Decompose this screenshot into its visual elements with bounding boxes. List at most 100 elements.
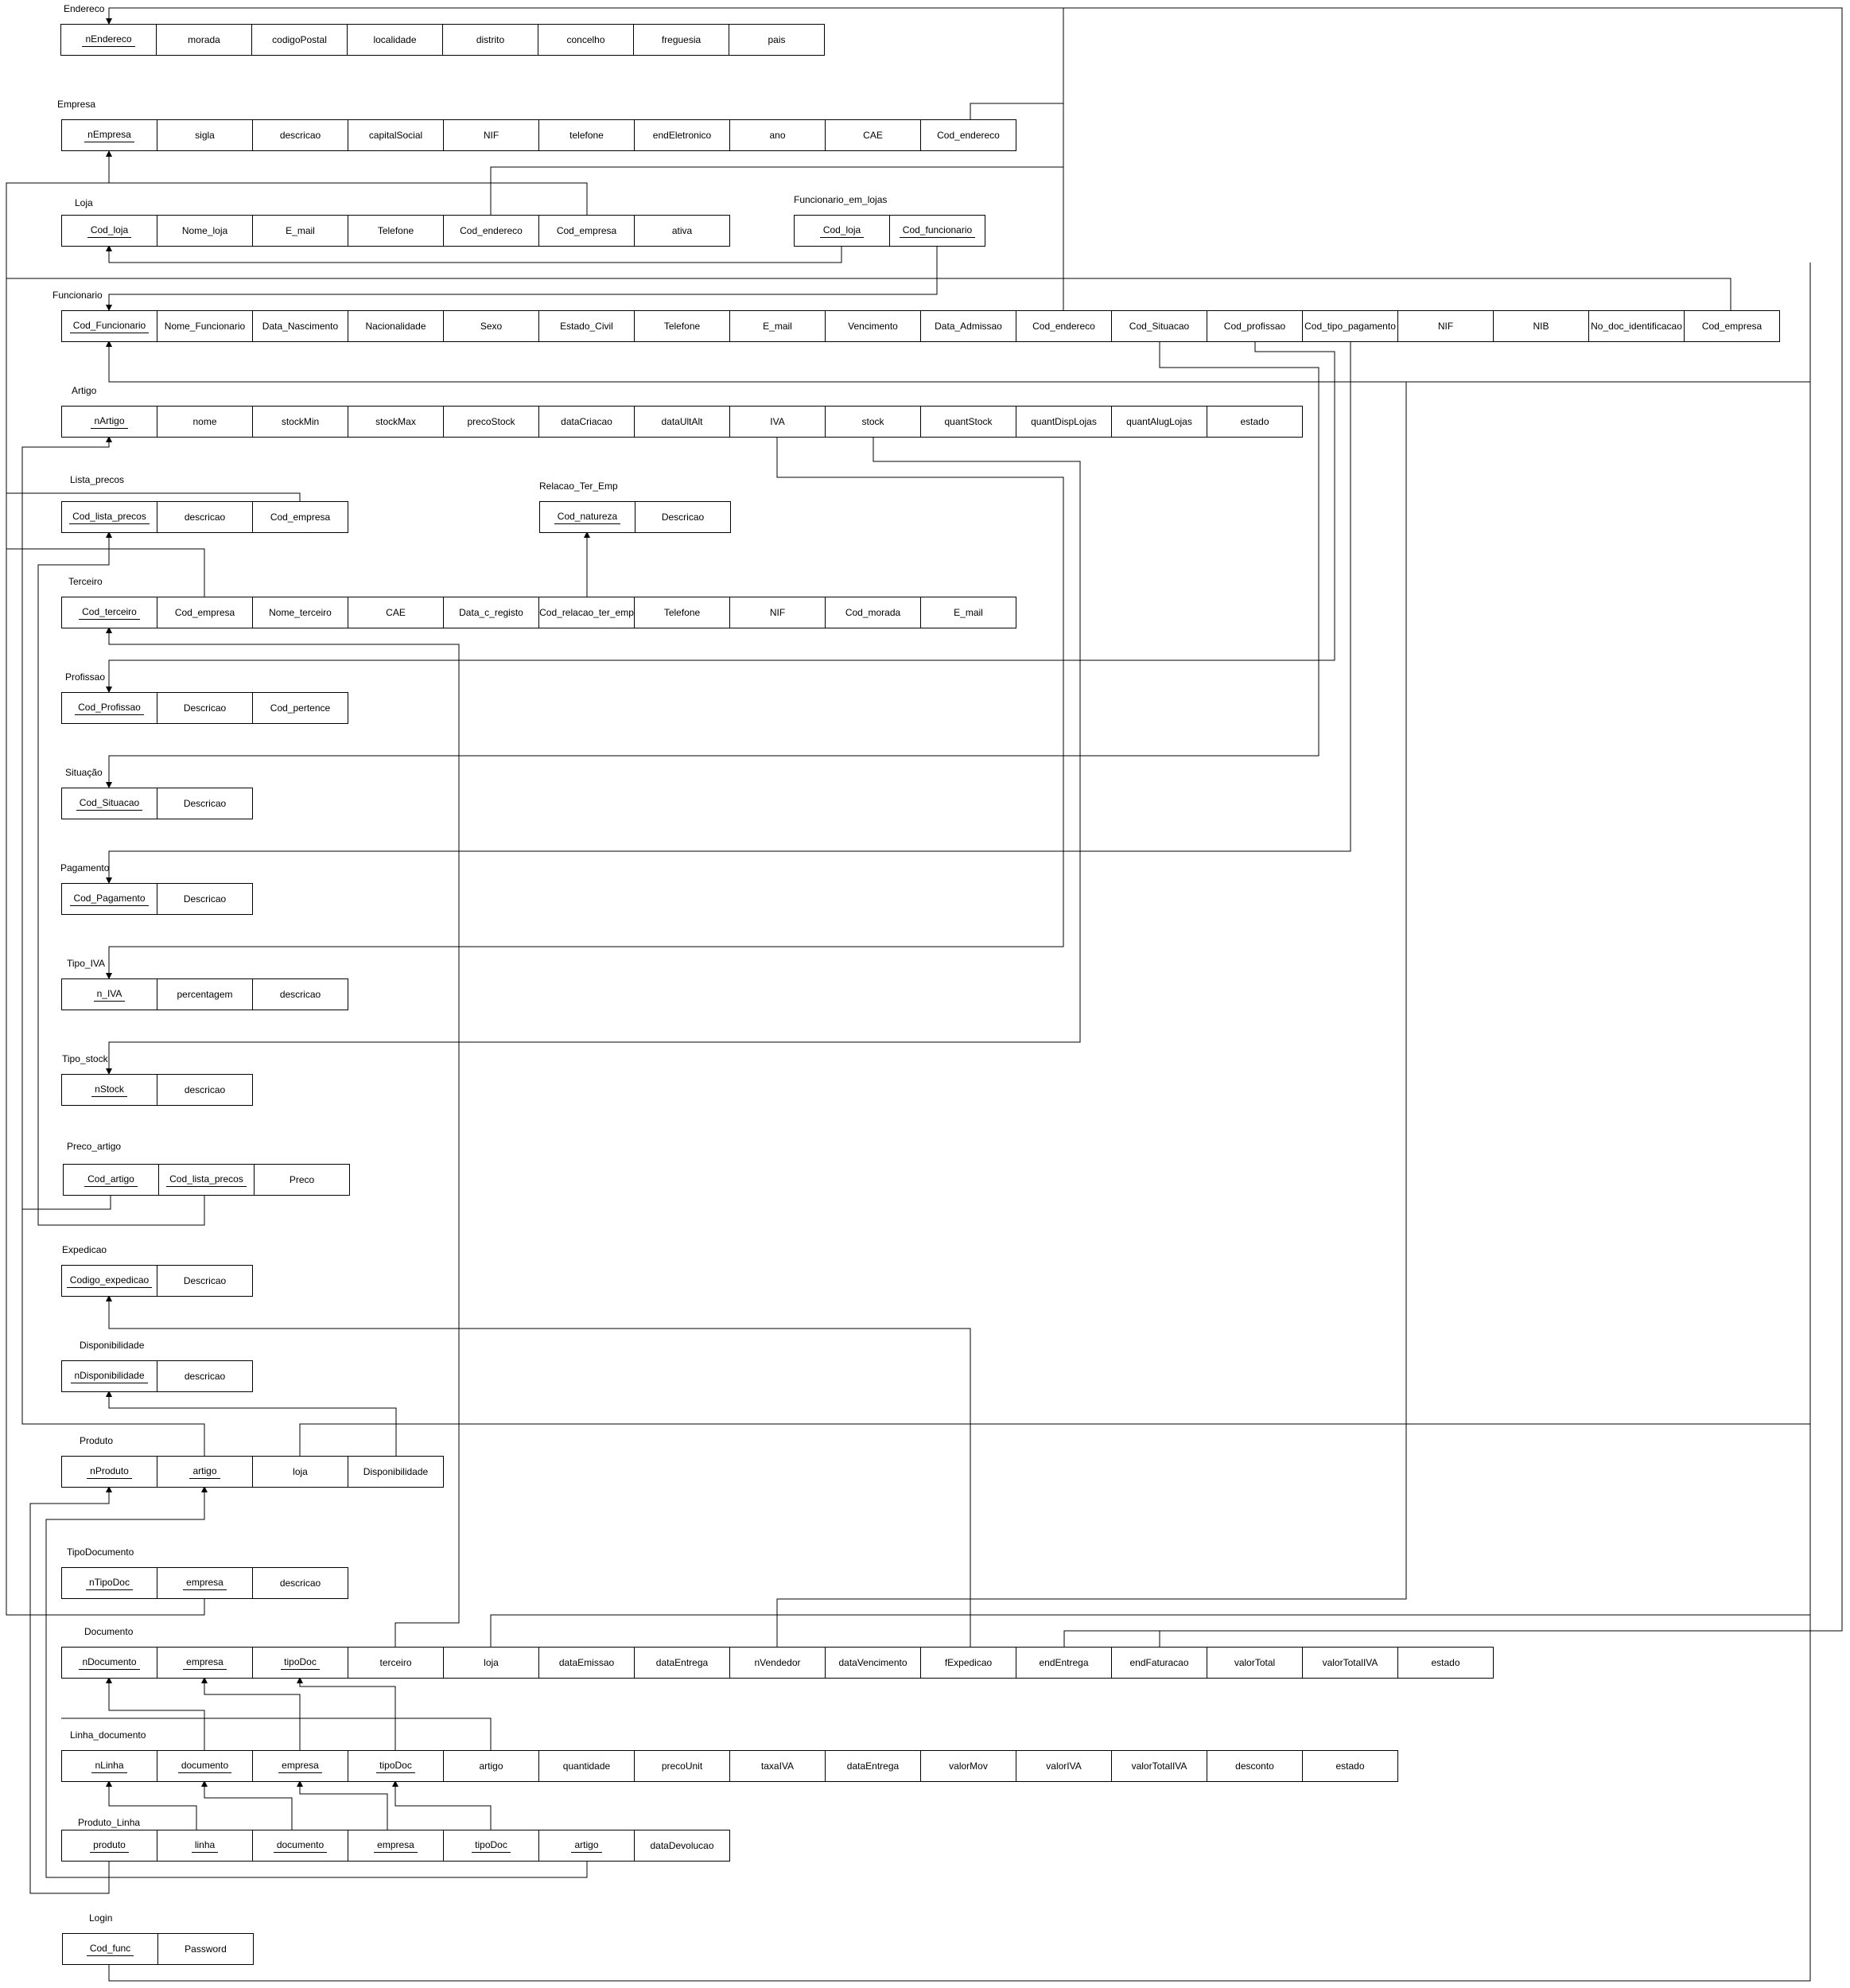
- field-name: estado: [1431, 1657, 1460, 1668]
- relationship-line: [490, 1614, 1810, 1647]
- relationship-line: [299, 1423, 1810, 1456]
- field-name: tipoDoc: [281, 1656, 320, 1670]
- relationship-line: [106, 7, 1064, 119]
- field-cell: Data_Nascimento: [253, 311, 348, 341]
- field-cell: Vencimento: [826, 311, 921, 341]
- field-name: Cod_pertence: [270, 702, 331, 714]
- field-name: quantidade: [562, 1760, 611, 1772]
- field-name: dataEntrega: [846, 1760, 900, 1772]
- field-name: NIF: [483, 130, 499, 141]
- field-name: dataDevolucao: [650, 1840, 714, 1851]
- field-name: E_mail: [286, 225, 315, 236]
- table-fields-row: nStock descricao: [61, 1074, 253, 1106]
- field-cell: descricao: [157, 502, 253, 532]
- field-name: tipoDoc: [472, 1839, 511, 1853]
- field-name: empresa: [374, 1839, 418, 1853]
- field-cell: dataVencimento: [826, 1648, 921, 1678]
- field-name: nome: [192, 416, 217, 427]
- field-cell: valorTotalIVA: [1303, 1648, 1398, 1678]
- field-cell: endEletronico: [635, 120, 730, 150]
- field-cell: Cod_morada: [826, 597, 921, 628]
- relationship-line: [776, 382, 1407, 1647]
- table-title: Pagamento: [60, 862, 110, 873]
- field-name: endEletronico: [652, 130, 712, 141]
- field-cell: E_mail: [921, 597, 1016, 628]
- key-field-cell: nProduto: [62, 1457, 157, 1487]
- field-cell: nome: [157, 407, 253, 437]
- relationship-line: [106, 340, 1810, 383]
- field-cell: ano: [730, 120, 826, 150]
- field-cell: stockMax: [348, 407, 444, 437]
- field-name: Sexo: [480, 321, 503, 332]
- field-name: nStock: [91, 1083, 127, 1097]
- field-cell: Cod_profissao: [1207, 311, 1303, 341]
- field-name: E_mail: [763, 321, 792, 332]
- table-title: Tipo_IVA: [67, 958, 106, 969]
- field-name: tipoDoc: [376, 1760, 415, 1773]
- field-cell: valorTotalIVA: [1112, 1751, 1207, 1781]
- field-cell: quantAlugLojas: [1112, 407, 1207, 437]
- field-name: Cod_artigo: [84, 1173, 138, 1187]
- relationship-line: [6, 548, 205, 597]
- field-name: sigla: [195, 130, 215, 141]
- field-name: percentagem: [177, 989, 233, 1000]
- relationship-line: [45, 1486, 588, 1878]
- field-name: quantAlugLojas: [1126, 416, 1192, 427]
- field-cell: Descricao: [157, 788, 252, 819]
- field-name: ano: [769, 130, 786, 141]
- field-cell: Data_c_registo: [444, 597, 539, 628]
- field-name: artigo: [479, 1760, 503, 1772]
- field-name: localidade: [373, 34, 417, 45]
- field-cell: codigoPostal: [252, 25, 348, 55]
- field-name: descricao: [184, 1371, 226, 1382]
- key-field-cell: nEndereco: [61, 25, 157, 55]
- key-field-cell: nArtigo: [62, 407, 157, 437]
- field-cell: Cod_empresa: [253, 502, 348, 532]
- field-cell: Cod_relacao_ter_emp: [539, 597, 635, 628]
- field-cell: descricao: [157, 1075, 252, 1105]
- relationship-line: [106, 341, 1319, 788]
- key-field-cell: Cod_terceiro: [62, 597, 157, 628]
- relationship-line: [1063, 7, 1843, 1632]
- field-name: loja: [484, 1657, 499, 1668]
- field-cell: freguesia: [634, 25, 729, 55]
- field-name: Cod_empresa: [174, 607, 235, 618]
- field-cell: Password: [158, 1934, 253, 1964]
- field-name: Vencimento: [848, 321, 898, 332]
- field-cell: quantidade: [539, 1751, 635, 1781]
- key-field-cell: nDocumento: [62, 1648, 157, 1678]
- field-name: Cod_Pagamento: [70, 893, 149, 906]
- field-name: nProduto: [87, 1465, 132, 1479]
- field-name: nVendedor: [754, 1657, 801, 1668]
- relationship-line: [29, 1486, 112, 1894]
- field-cell: dataUltAlt: [635, 407, 730, 437]
- field-name: capitalSocial: [368, 130, 423, 141]
- field-cell: concelho: [538, 25, 634, 55]
- key-field-cell: empresa: [348, 1830, 444, 1861]
- field-cell: Cod_Situacao: [1112, 311, 1207, 341]
- field-cell: CAE: [826, 120, 921, 150]
- field-name: Cod_loja: [87, 224, 132, 238]
- relationship-line: [106, 1780, 197, 1830]
- field-name: Cod_endereco: [937, 130, 1000, 141]
- field-cell: Descricao: [157, 1266, 252, 1296]
- field-name: produto: [90, 1839, 129, 1853]
- field-name: valorTotalIVA: [1131, 1760, 1187, 1772]
- relationship-line: [37, 531, 205, 1226]
- field-cell: dataDevolucao: [635, 1830, 729, 1861]
- field-cell: valorMov: [921, 1751, 1016, 1781]
- relationship-line: [21, 436, 112, 1210]
- field-name: stockMin: [281, 416, 320, 427]
- table-title: Produto: [80, 1435, 114, 1446]
- field-name: terceiro: [379, 1657, 412, 1668]
- key-field-cell: Cod_Profissao: [62, 693, 157, 723]
